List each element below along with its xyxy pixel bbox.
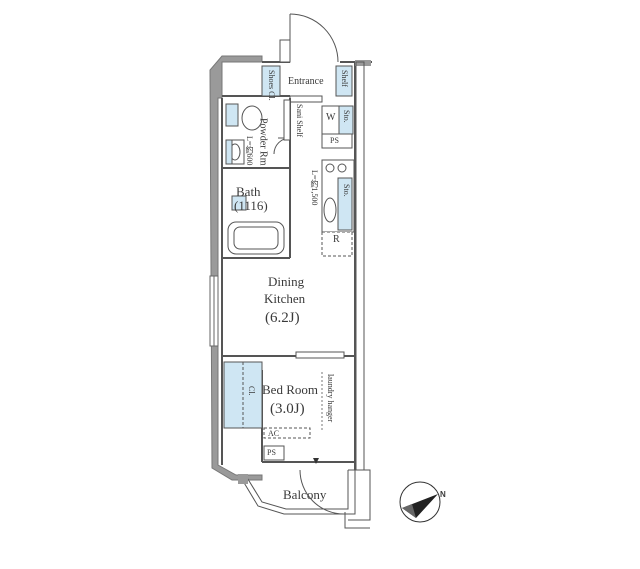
right-wall: [355, 60, 371, 66]
shoes-closet: [261, 65, 281, 97]
closet-label: Cl.: [247, 386, 256, 396]
kitchen-sto-label: Sto.: [342, 184, 351, 197]
kitchen-sto: [337, 177, 353, 231]
refrigerator-label: R: [333, 234, 340, 245]
entrance-floor: [289, 95, 323, 103]
bath-title: Bath: [236, 184, 261, 199]
balcony-label: Balcony: [283, 487, 327, 502]
laundry-hanger-label: laundry hanger: [326, 374, 335, 423]
washer-label: W: [326, 112, 336, 123]
entrance-label: Entrance: [288, 76, 324, 87]
towel-bar-label: L=約600: [245, 136, 254, 166]
bed-room-size: (3.0J): [270, 401, 305, 417]
balcony-door: [299, 469, 345, 515]
ac-label: AC: [268, 429, 280, 438]
balcony-outline: [239, 469, 371, 529]
shelf-cabinet: [335, 65, 353, 97]
fridge-box: [321, 231, 353, 257]
dining-kitchen-title-2: Kitchen: [264, 291, 306, 306]
hall-shelf-label: Sani Shelf: [295, 104, 304, 138]
compass: [399, 481, 441, 523]
balcony-arrow: [313, 458, 319, 464]
dining-kitchen-title-1: Dining: [268, 274, 305, 289]
ps-upper-label: PS: [330, 136, 339, 145]
toilet-tank: [225, 103, 239, 127]
outer-wall-left: [209, 55, 263, 481]
powder-room-label: Powder Rm: [257, 118, 269, 166]
toilet-bowl: [241, 105, 263, 131]
ac-unit: [263, 427, 311, 439]
kitchen-sink: [323, 197, 337, 223]
shoes-closet-label: Shoes Cl.: [267, 70, 276, 101]
ps-box-lower: [263, 445, 285, 461]
ps-lower-label: PS: [267, 448, 276, 457]
shelf-label: Shelf: [340, 70, 349, 87]
ps-box-upper: [321, 133, 353, 149]
entrance-door: [289, 13, 339, 63]
bathtub: [227, 221, 285, 255]
bed-room-title: Bed Room: [262, 382, 318, 397]
north-label: N: [440, 490, 446, 499]
kitchen-length-label: L=約1,500: [310, 170, 319, 206]
bath-shelf: [231, 195, 247, 211]
storage-label: Sto.: [342, 110, 351, 123]
dining-kitchen-size: (6.2J): [265, 310, 300, 326]
bath-size: (1116): [234, 198, 268, 213]
